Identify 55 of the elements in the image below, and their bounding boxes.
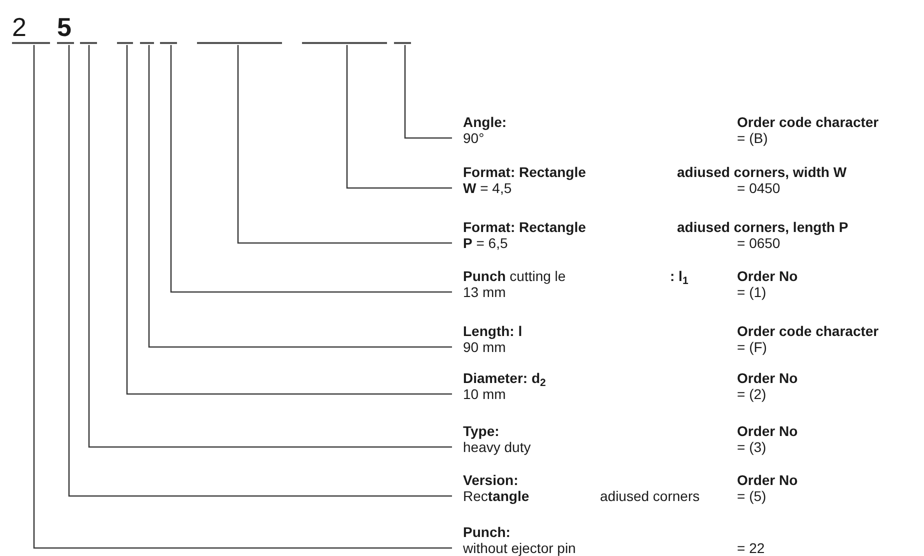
field-label: Order No	[737, 370, 798, 386]
leader-line	[148, 45, 452, 348]
field-label: adiused corners, length P	[677, 219, 848, 235]
field-label: Angle:	[463, 114, 507, 130]
leader-line	[404, 45, 452, 139]
blank-code-slot	[160, 40, 177, 44]
field-label: Punch cutting le	[463, 268, 566, 284]
field-value: = 22	[737, 540, 765, 556]
field-label: : l$_{1}$	[670, 268, 688, 284]
field-value: 90°	[463, 130, 484, 146]
field-label: Order No	[737, 472, 798, 488]
blank-code-slot	[117, 40, 133, 44]
field-value: 10 mm	[463, 386, 506, 402]
field-value: heavy duty	[463, 439, 531, 455]
field-label: Order code character	[737, 114, 879, 130]
field-value: W = 4,5	[463, 180, 512, 196]
field-value: without ejector pin	[463, 540, 576, 556]
field-value: P = 6,5	[463, 235, 508, 251]
field-label: Punch:	[463, 524, 510, 540]
blank-code-slot	[80, 40, 97, 44]
field-label: Type:	[463, 423, 500, 439]
field-value: = (F)	[737, 339, 767, 355]
field-label: Format: Rectangle	[463, 219, 586, 235]
field-label: Diameter: d$_{2}$	[463, 370, 546, 386]
field-value: adiused corners	[600, 488, 700, 504]
field-value: 90 mm	[463, 339, 506, 355]
field-value: 13 mm	[463, 284, 506, 300]
field-value: = 0650	[737, 235, 780, 251]
field-value: = 0450	[737, 180, 780, 196]
leader-line	[88, 45, 452, 448]
leader-line	[170, 45, 452, 293]
code-digit: 5	[57, 12, 74, 44]
leader-line	[237, 45, 452, 244]
leader-line	[126, 45, 452, 395]
field-label: Order No	[737, 268, 798, 284]
blank-code-slot	[394, 40, 411, 44]
field-value: = (3)	[737, 439, 766, 455]
field-label: Length: l	[463, 323, 522, 339]
field-value: = (5)	[737, 488, 766, 504]
field-label: Order code character	[737, 323, 879, 339]
leader-line	[346, 45, 452, 189]
field-value: Rectangle	[463, 488, 530, 504]
field-label: Format: Rectangle	[463, 164, 586, 180]
leader-line	[68, 45, 452, 497]
field-value: = (B)	[737, 130, 768, 146]
field-label: Order No	[737, 423, 798, 439]
field-label: adiused corners, width W	[677, 164, 847, 180]
blank-code-slot	[302, 40, 387, 44]
code-digit: 2	[12, 12, 50, 44]
field-label: Version:	[463, 472, 518, 488]
leader-line	[33, 45, 452, 549]
field-value: = (1)	[737, 284, 766, 300]
field-value: = (2)	[737, 386, 766, 402]
blank-code-slot	[140, 40, 154, 44]
blank-code-slot	[197, 40, 282, 44]
